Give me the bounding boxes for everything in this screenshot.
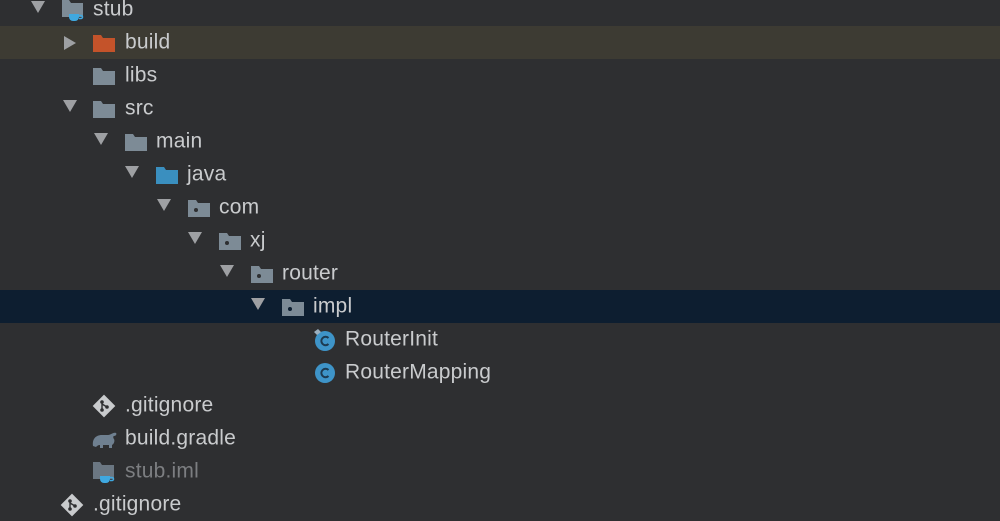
tree-item-label: libs xyxy=(125,63,158,87)
tree-item-stub-iml-file[interactable]: stub.iml xyxy=(0,455,1000,488)
folder-icon xyxy=(125,133,147,151)
tree-item-label: com xyxy=(219,195,260,219)
class-icon xyxy=(315,362,335,383)
tree-item-label: RouterInit xyxy=(345,327,439,351)
package-icon xyxy=(282,298,304,316)
tree-item-label: build.gradle xyxy=(125,426,236,450)
git-file-icon xyxy=(92,394,116,417)
tree-item-impl-package[interactable]: impl xyxy=(0,290,1000,323)
tree-item-libs-folder[interactable]: libs xyxy=(0,59,1000,92)
tree-item-java-folder[interactable]: java xyxy=(0,158,1000,191)
expand-arrow-icon[interactable] xyxy=(188,232,202,244)
folder-icon xyxy=(93,100,115,118)
tree-item-label: src xyxy=(125,96,154,120)
tree-item-label: impl xyxy=(313,294,353,318)
class-icon xyxy=(314,328,335,351)
tree-item-build-folder[interactable]: build xyxy=(0,26,1000,59)
tree-item-build-gradle-file[interactable]: build.gradle xyxy=(0,422,1000,455)
tree-item-root-gitignore-file[interactable]: .gitignore xyxy=(0,488,1000,521)
tree-item-label: main xyxy=(156,129,203,153)
tree-item-src-folder[interactable]: src xyxy=(0,92,1000,125)
tree-item-com-package[interactable]: com xyxy=(0,191,1000,224)
tree-item-stub-module[interactable]: stub xyxy=(0,0,1000,26)
tree-item-label: build xyxy=(125,30,171,54)
expand-arrow-icon[interactable] xyxy=(125,166,139,178)
tree-item-label: RouterMapping xyxy=(345,360,492,384)
tree-item-routerinit-class[interactable]: RouterInit xyxy=(0,323,1000,356)
tree-item-gitignore-file[interactable]: .gitignore xyxy=(0,389,1000,422)
tree-item-label: .gitignore xyxy=(125,393,214,417)
tree-item-label: .gitignore xyxy=(93,492,182,516)
tree-item-label: stub.iml xyxy=(125,459,199,483)
tree-item-label: java xyxy=(187,162,227,186)
tree-item-router-package[interactable]: router xyxy=(0,257,1000,290)
module-folder-icon xyxy=(62,0,84,21)
excluded-folder-icon xyxy=(93,34,115,52)
package-icon xyxy=(188,199,210,217)
expand-arrow-icon[interactable] xyxy=(251,298,265,310)
tree-item-routermapping-class[interactable]: RouterMapping xyxy=(0,356,1000,389)
folder-icon xyxy=(93,67,115,85)
tree-item-label: stub xyxy=(93,0,134,21)
git-file-icon xyxy=(60,493,84,516)
expand-arrow-icon[interactable] xyxy=(31,1,45,13)
expand-arrow-icon[interactable] xyxy=(220,265,234,277)
tree-item-xj-package[interactable]: xj xyxy=(0,224,1000,257)
package-icon xyxy=(251,265,273,283)
expand-arrow-icon[interactable] xyxy=(63,100,77,112)
gradle-elephant-icon xyxy=(92,432,117,448)
tree-item-label: xj xyxy=(250,228,266,252)
iml-module-file-icon xyxy=(93,461,115,483)
tree-item-label: router xyxy=(282,261,339,285)
tree-item-main-folder[interactable]: main xyxy=(0,125,1000,158)
expand-arrow-icon[interactable] xyxy=(157,199,171,211)
package-icon xyxy=(219,232,241,250)
expand-arrow-icon[interactable] xyxy=(94,133,108,145)
collapse-arrow-icon[interactable] xyxy=(64,35,76,50)
source-folder-icon xyxy=(156,166,178,184)
